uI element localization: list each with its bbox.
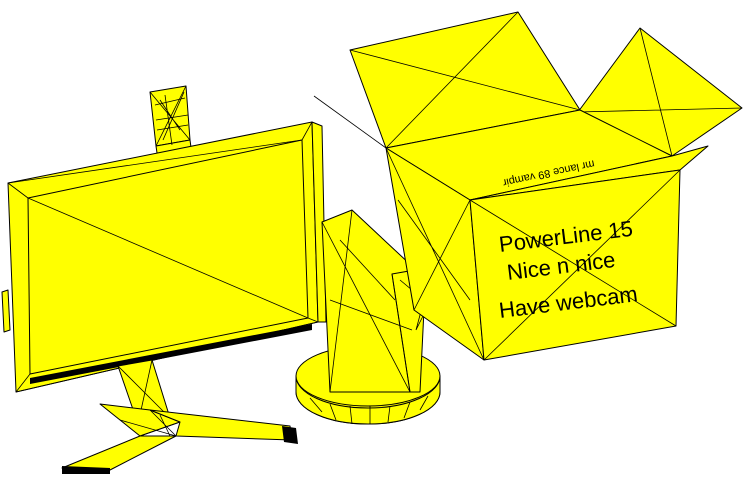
monitor-stand [61, 359, 298, 474]
cardboard-box: mr lance 89 vampir PowerLine 15 Nice n n… [313, 11, 743, 361]
speaker-device [295, 209, 441, 425]
monitor [1, 121, 327, 393]
